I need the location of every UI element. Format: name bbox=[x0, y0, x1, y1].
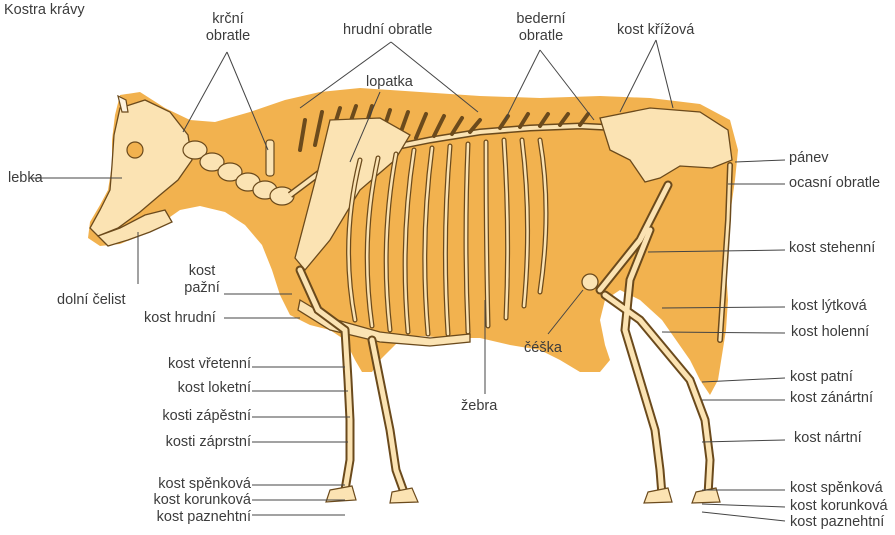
label-kost-patni: kost patní bbox=[790, 369, 853, 386]
label-kost-nartni: kost nártní bbox=[794, 430, 862, 447]
label-dolni-celist: dolní čelist bbox=[57, 292, 126, 309]
label-lopatka: lopatka bbox=[366, 74, 413, 91]
label-kosti-zapestni: kosti zápěstní bbox=[110, 408, 251, 425]
label-ceska: čéška bbox=[524, 340, 562, 357]
label-kost-paznehtni-right: kost paznehtní bbox=[790, 514, 884, 531]
label-kost-krizova: kost křížová bbox=[617, 22, 694, 39]
label-kost-pazni: kost pažní bbox=[181, 263, 223, 297]
label-kost-zanartni: kost zánártní bbox=[790, 390, 873, 407]
label-kost-holenni: kost holenní bbox=[791, 324, 869, 341]
eye-socket bbox=[127, 142, 143, 158]
diagram-title: Kostra krávy bbox=[4, 2, 85, 18]
label-bederni-obratle-line1: bederní bbox=[510, 11, 572, 28]
label-kost-hrudni: kost hrudní bbox=[144, 310, 216, 327]
label-krcni-obratle-line1: krční bbox=[200, 11, 256, 28]
label-kost-vretenni: kost vřetenní bbox=[110, 356, 251, 373]
label-kost-korunkova-right: kost korunková bbox=[790, 498, 888, 515]
label-krcni-obratle-line2: obratle bbox=[200, 28, 256, 45]
label-kosti-zaprstni: kosti záprstní bbox=[110, 434, 251, 451]
label-kost-stehenni: kost stehenní bbox=[789, 240, 875, 257]
label-kost-lytkova: kost lýtková bbox=[791, 298, 867, 315]
label-hrudni-obratle: hrudní obratle bbox=[343, 22, 432, 39]
label-lebka: lebka bbox=[8, 170, 43, 187]
label-kost-spenkova-left: kost spěnková bbox=[110, 476, 251, 493]
label-kost-loketni: kost loketní bbox=[110, 380, 251, 397]
patella-bone bbox=[582, 274, 598, 290]
label-kost-spenkova-right: kost spěnková bbox=[790, 480, 883, 497]
label-kost-pazni-line1: kost bbox=[181, 263, 223, 280]
label-ocasni-obratle: ocasní obratle bbox=[789, 175, 880, 192]
label-bederni-obratle: bederní obratle bbox=[510, 11, 572, 45]
label-panev: pánev bbox=[789, 150, 829, 167]
label-krcni-obratle: krční obratle bbox=[200, 11, 256, 45]
label-zebra: žebra bbox=[461, 398, 497, 415]
label-kost-pazni-line2: pažní bbox=[181, 280, 223, 297]
label-bederni-obratle-line2: obratle bbox=[510, 28, 572, 45]
label-kost-korunkova-left: kost korunková bbox=[110, 492, 251, 509]
label-kost-paznehtni-left: kost paznehtní bbox=[110, 509, 251, 526]
